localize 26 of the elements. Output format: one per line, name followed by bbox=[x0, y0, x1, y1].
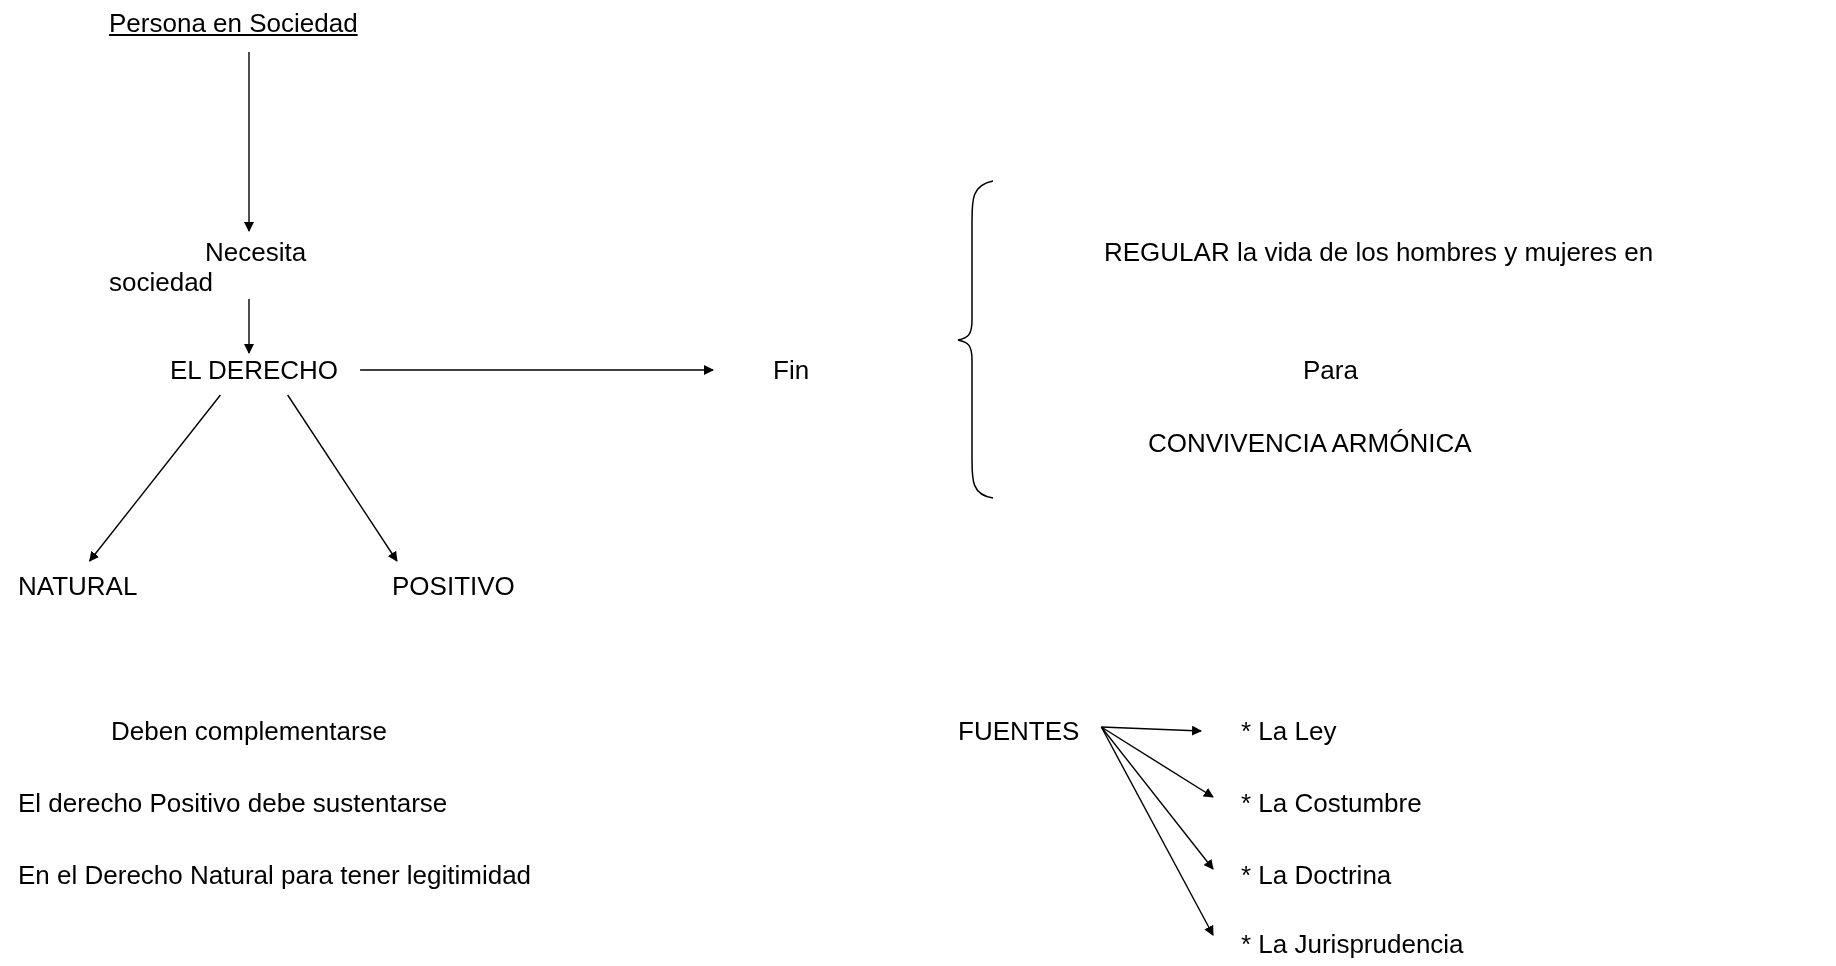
note-text: CONVIVENCIA ARMÓNICA bbox=[1148, 428, 1472, 458]
node-text: Fin bbox=[773, 355, 810, 385]
note-text: Deben complementarse bbox=[111, 716, 388, 746]
arrow bbox=[1100, 726, 1214, 870]
node-text: Necesita sociedad bbox=[109, 237, 339, 297]
node-text: EL DERECHO bbox=[170, 355, 339, 385]
arrow bbox=[1100, 725, 1202, 736]
arrow bbox=[1100, 726, 1214, 798]
note-text: REGULAR la vida de los hombres y mujeres en bbox=[1104, 237, 1654, 267]
list-item: * La Ley bbox=[1241, 716, 1337, 746]
arrow bbox=[88, 394, 222, 562]
arrow bbox=[286, 394, 398, 562]
node-text: FUENTES bbox=[958, 716, 1080, 746]
list-item: * La Jurisprudencia bbox=[1241, 929, 1464, 959]
list-item: * La Costumbre bbox=[1241, 788, 1422, 818]
note-text: En el Derecho Natural para tener legitimidad bbox=[18, 860, 532, 890]
list-item: * La Doctrina bbox=[1241, 860, 1392, 890]
arrow bbox=[244, 298, 254, 354]
note-text: Para bbox=[1303, 355, 1358, 385]
node-text: POSITIVO bbox=[392, 571, 515, 601]
node-text: NATURAL bbox=[18, 571, 138, 601]
arrow bbox=[244, 51, 254, 232]
note-text: El derecho Positivo debe sustentarse bbox=[18, 788, 448, 818]
heading-text: Persona en Sociedad bbox=[109, 8, 358, 38]
arrow bbox=[359, 365, 714, 375]
arrow bbox=[1100, 726, 1214, 936]
